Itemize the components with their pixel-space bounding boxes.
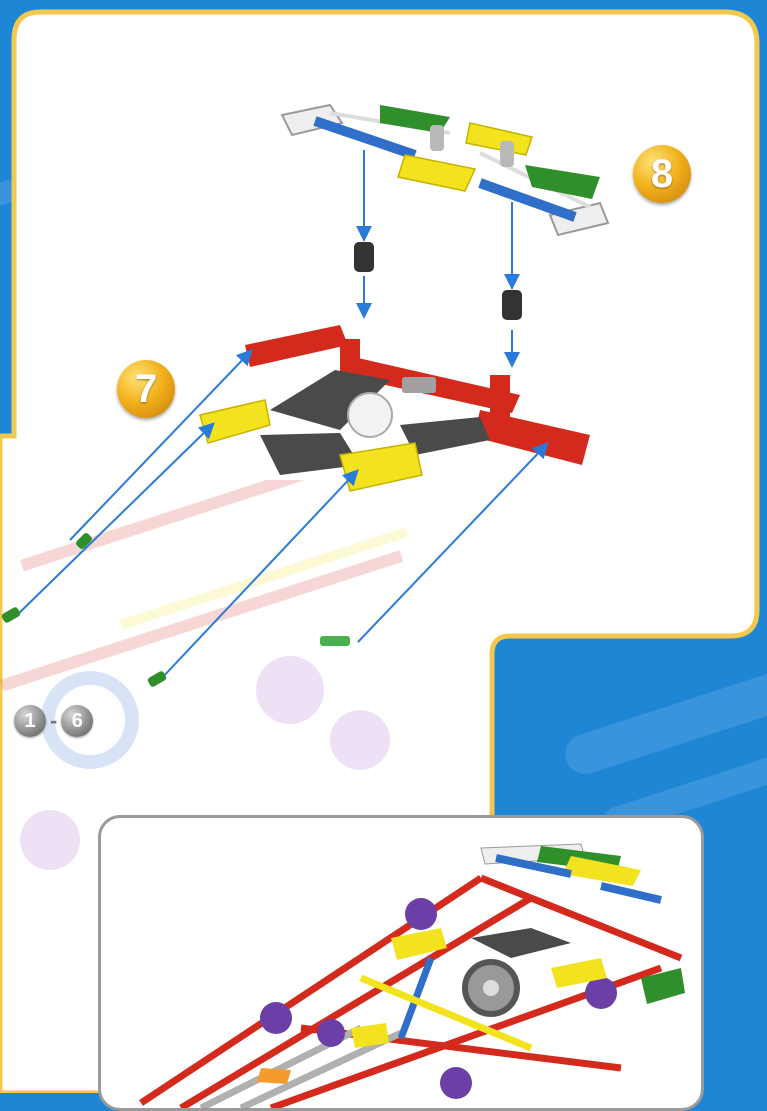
step-6-badge: 6	[61, 705, 93, 737]
step-7-arrows	[0, 340, 560, 700]
completed-model-inset	[98, 815, 704, 1111]
step-1-badge: 1	[14, 705, 46, 737]
range-separator: -	[50, 708, 57, 734]
completed-model-illustration	[101, 818, 701, 1108]
step-8-badge: 8	[633, 145, 691, 203]
step-7-badge: 7	[117, 360, 175, 418]
previous-steps-range: 1 - 6	[14, 704, 93, 738]
